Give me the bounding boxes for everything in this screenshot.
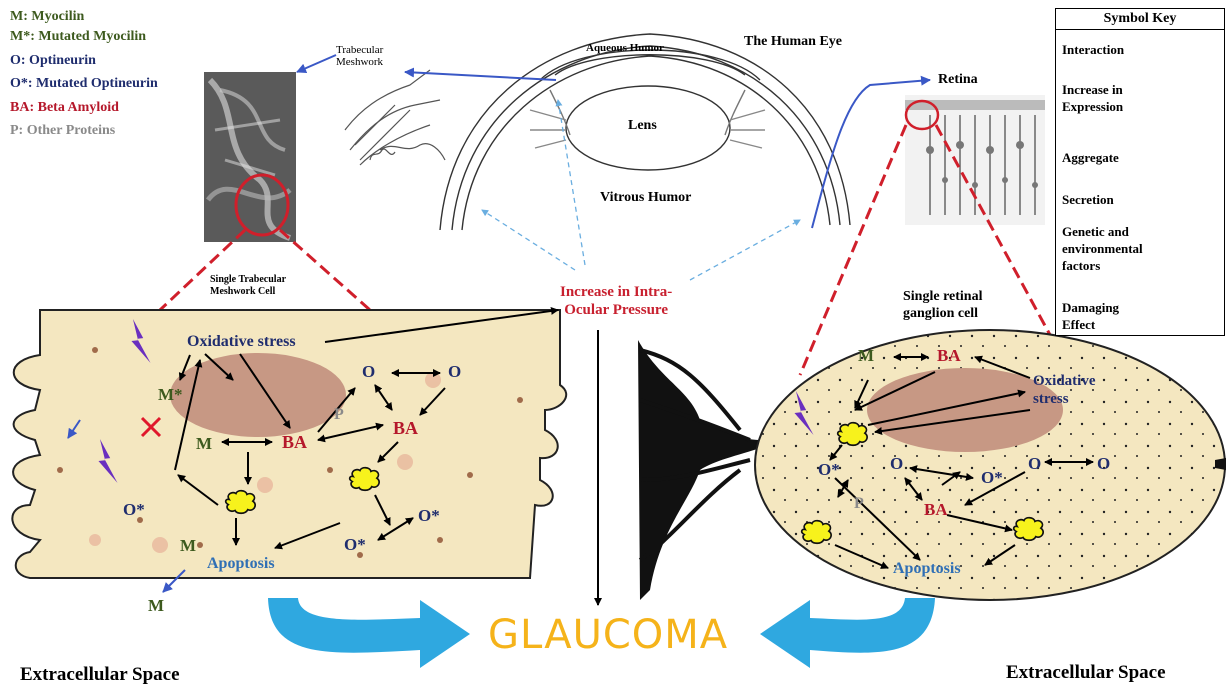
right-other-proteins: P (854, 495, 864, 513)
legend-mutated-optineurin: O*: Mutated Optineurin (10, 75, 158, 93)
trabecular-cell-title: Single Trabecular Meshwork Cell (210, 274, 286, 298)
left-apoptosis: Apoptosis (207, 555, 275, 573)
increase-iop-label: Increase in Intra- Ocular Pressure (560, 283, 672, 319)
key-aggregate: Aggregate (1062, 149, 1119, 166)
extracellular-myocilin: M (148, 596, 164, 616)
right-blue-arrow (760, 598, 935, 668)
left-mutated-myocilin: M* (158, 385, 183, 405)
symbol-key: Symbol Key Interaction Increase in Expre… (1055, 8, 1225, 336)
vitreous-humor-label: Vitrous Humor (600, 190, 691, 206)
left-mutated-optineurin-1: O* (123, 500, 145, 520)
legend-myocilin: M: Myocilin (10, 8, 84, 26)
legend-beta-amyloid: BA: Beta Amyloid (10, 99, 119, 117)
trabecular-sketch (345, 70, 445, 165)
left-mutated-optineurin-2: O* (418, 506, 440, 526)
trabecular-meshwork-label: Trabecular Meshwork (336, 44, 383, 68)
key-genetic-factors: Genetic and environmental factors (1062, 223, 1143, 274)
left-mutated-optineurin-3: O* (344, 535, 366, 555)
trabecular-meshwork-micrograph (204, 72, 296, 242)
key-secretion: Secretion (1062, 191, 1114, 208)
left-other-proteins: P (334, 406, 344, 424)
left-myocilin-secreted: M (180, 536, 196, 556)
right-oxidative-stress: Oxidative stress (1033, 372, 1096, 408)
aqueous-humor-label: Aqueous Humor (586, 42, 664, 54)
right-beta-amyloid-1: BA (937, 346, 961, 366)
right-optineurin-2: O (1028, 454, 1041, 474)
key-increase-expression: Increase in Expression (1062, 81, 1123, 115)
legend-optineurin: O: Optineurin (10, 52, 96, 70)
left-optineurin-2: O (448, 362, 461, 382)
extracellular-space-right: Extracellular Space (1006, 662, 1166, 684)
lens-label: Lens (628, 118, 657, 134)
left-blue-arrow (268, 598, 470, 668)
symbol-key-title: Symbol Key (1056, 11, 1224, 30)
right-mutated-optineurin-1: O* (818, 460, 840, 480)
key-damaging-effect: Damaging Effect (1062, 299, 1119, 333)
right-mutated-optineurin-2: O* (981, 468, 1003, 488)
extracellular-space-left: Extracellular Space (20, 664, 180, 686)
right-myocilin: M (858, 346, 874, 366)
left-myocilin: M (196, 434, 212, 454)
left-oxidative-stress: Oxidative stress (187, 333, 296, 351)
left-beta-amyloid-1: BA (282, 432, 307, 453)
right-optineurin-1: O (890, 454, 903, 474)
eye-title: The Human Eye (744, 34, 842, 50)
right-beta-amyloid-2: BA (924, 500, 948, 520)
right-optineurin-3: O (1097, 454, 1110, 474)
left-beta-amyloid-2: BA (393, 418, 418, 439)
left-optineurin-1: O (362, 362, 375, 382)
legend-mutated-myocilin: M*: Mutated Myocilin (10, 28, 146, 46)
right-apoptosis: Apoptosis (893, 560, 961, 578)
ganglion-cell-title: Single retinal ganglion cell (903, 288, 982, 322)
key-interaction: Interaction (1062, 41, 1124, 58)
retina-histology (905, 95, 1045, 225)
glaucoma-title: GLAUCOMA (488, 612, 728, 658)
legend-other-proteins: P: Other Proteins (10, 122, 115, 140)
retina-label: Retina (938, 72, 978, 88)
